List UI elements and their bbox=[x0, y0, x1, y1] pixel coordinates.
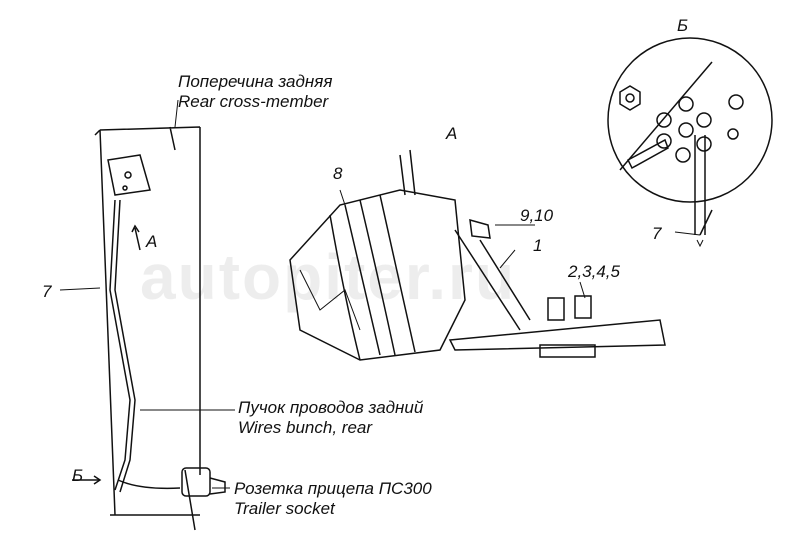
frame-side-view bbox=[59, 99, 235, 531]
item-2-5-label: 2,3,4,5 bbox=[568, 262, 620, 281]
item-7-left-label: 7 bbox=[42, 282, 52, 301]
watermark: autopiter.ru bbox=[140, 241, 517, 313]
trailer-socket-label-ru: Розетка прицепа ПС300 bbox=[234, 479, 432, 498]
view-b-arrow-label: Б bbox=[72, 466, 84, 485]
item-7-right-label: 7 bbox=[652, 224, 662, 243]
rear-cross-member-label-en: Rear cross-member bbox=[178, 92, 329, 111]
item-9-10-label: 9,10 bbox=[520, 206, 554, 225]
view-b-title: Б bbox=[677, 16, 689, 35]
item-1-label: 1 bbox=[533, 236, 543, 255]
wires-bunch-label-en: Wires bunch, rear bbox=[238, 418, 373, 437]
view-a-title: A bbox=[446, 124, 458, 143]
view-a-arrow-label: A bbox=[146, 232, 158, 251]
socket-assembly-view-a bbox=[289, 149, 666, 361]
wires-bunch-label-ru: Пучок проводов задний bbox=[238, 398, 424, 417]
socket-face-view-b bbox=[607, 37, 773, 248]
rear-cross-member-label-ru: Поперечина задняя bbox=[178, 72, 333, 91]
trailer-socket-label-en: Trailer socket bbox=[234, 499, 335, 518]
item-8-label: 8 bbox=[333, 164, 343, 183]
